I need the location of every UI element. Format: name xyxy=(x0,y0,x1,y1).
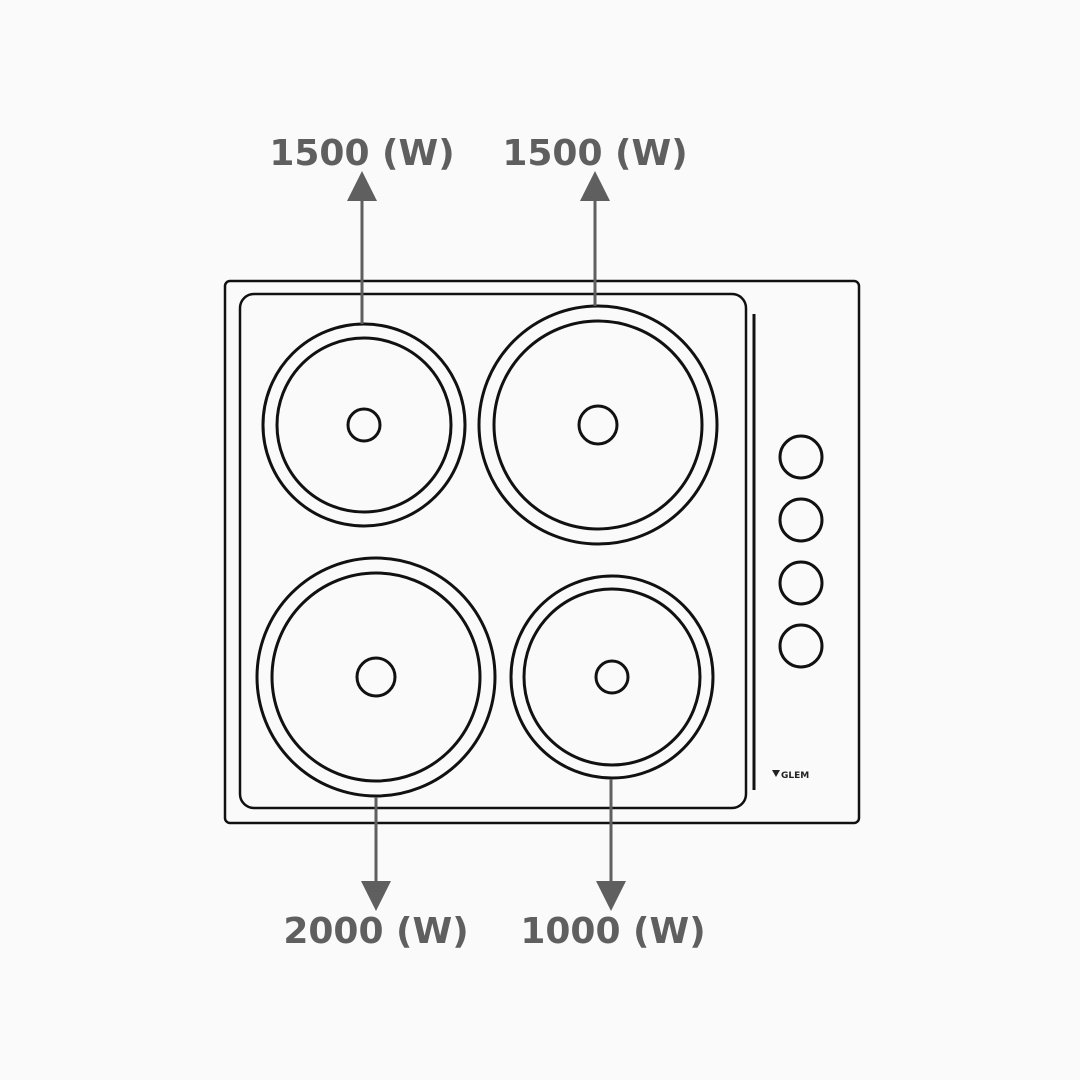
power-label-bottom-left: 2000 (W) xyxy=(283,911,468,952)
knob-icon[interactable] xyxy=(778,623,824,669)
brand-logo: GLEM xyxy=(772,770,809,781)
cooking-surface xyxy=(238,292,748,810)
burner-top-left xyxy=(261,322,467,528)
brand-logo-icon xyxy=(772,770,780,777)
hob-outer-frame xyxy=(223,279,861,825)
power-label-top-right: 1500 (W) xyxy=(502,133,687,174)
control-knobs xyxy=(778,434,824,669)
burner-bottom-left xyxy=(255,556,497,798)
burner-top-right xyxy=(477,304,719,546)
power-label-top-left: 1500 (W) xyxy=(269,133,454,174)
knob-icon[interactable] xyxy=(778,560,824,606)
burner-bottom-right xyxy=(509,574,715,780)
power-label-bottom-right: 1000 (W) xyxy=(520,911,705,952)
knob-icon[interactable] xyxy=(778,434,824,480)
brand-text: GLEM xyxy=(781,771,809,781)
knob-icon[interactable] xyxy=(778,497,824,543)
